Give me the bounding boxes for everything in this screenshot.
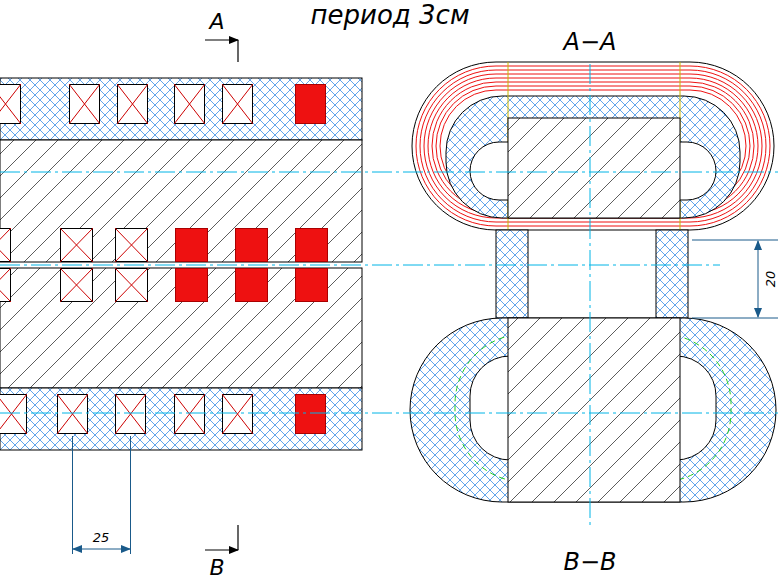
winding-band: [0, 78, 362, 140]
section-arrow: [205, 40, 238, 550]
section-a: [412, 62, 774, 230]
drawing-title: период 3см: [311, 2, 470, 28]
dimension-line: [73, 436, 131, 554]
section-letter: A: [209, 11, 224, 33]
section-letter: B: [209, 557, 224, 579]
section-b: [410, 318, 776, 502]
core-section: [0, 268, 362, 388]
dimension-value: 20: [764, 271, 777, 288]
section-label: A−A: [564, 30, 617, 54]
section-label: B−B: [563, 550, 616, 574]
spacer-leg: [496, 230, 688, 318]
centerline: [0, 64, 778, 528]
core-section: [0, 140, 362, 262]
winding-band: [0, 388, 362, 450]
dimension-line: [692, 240, 778, 318]
dimension-value: 25: [93, 531, 110, 544]
